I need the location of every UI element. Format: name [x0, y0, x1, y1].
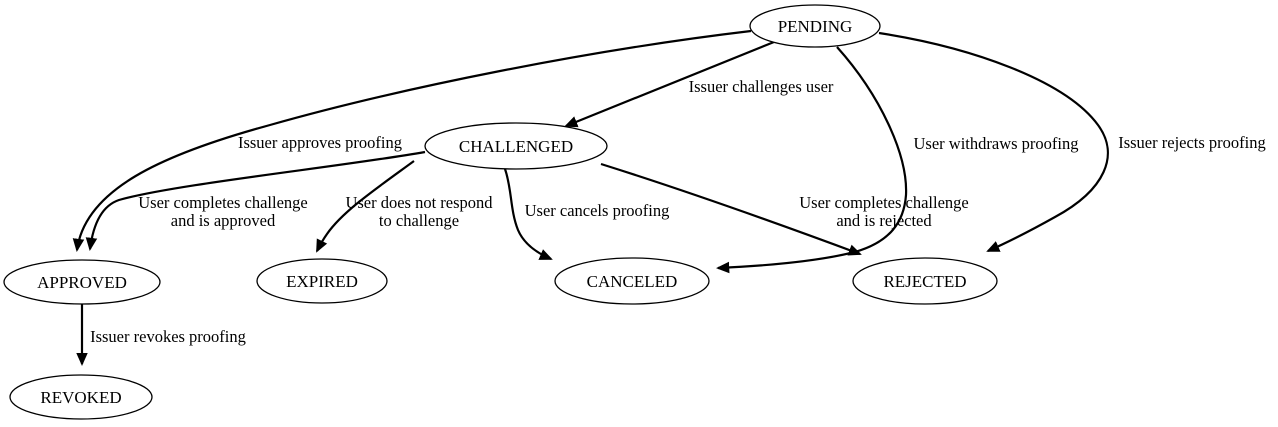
edge-label-completes-approved-line1: User completes challenge: [138, 193, 308, 212]
node-canceled-label: CANCELED: [587, 272, 678, 291]
edge-label-no-respond-line2: to challenge: [379, 211, 459, 230]
node-challenged-shape: [424, 122, 608, 170]
edge-pending-canceled: [716, 46, 908, 274]
node-expired-shape: [256, 258, 388, 304]
edge-challenged-approved: [85, 150, 426, 251]
node-rejected-label: REJECTED: [883, 272, 966, 291]
node-canceled: CANCELED: [554, 257, 710, 305]
node-approved: APPROVED: [3, 259, 161, 305]
node-expired: EXPIRED: [256, 258, 388, 304]
node-expired-label: EXPIRED: [286, 272, 358, 291]
edge-labels-layer: Issuer challenges user Issuer approves p…: [90, 77, 1266, 346]
edge-label-issuer-revokes-proofing: Issuer revokes proofing: [90, 327, 246, 346]
nodes-layer: PENDING CHALLENGED APPROVED EXPIRED CANC…: [3, 4, 998, 420]
edges-layer: [72, 29, 1109, 366]
node-pending-shape: [749, 4, 881, 48]
edge-label-issuer-approves-proofing: Issuer approves proofing: [238, 133, 402, 152]
node-challenged: CHALLENGED: [424, 122, 608, 170]
edge-label-user-withdraws-proofing: User withdraws proofing: [914, 134, 1079, 153]
node-approved-shape: [3, 259, 161, 305]
node-pending-label: PENDING: [778, 17, 853, 36]
edge-challenged-canceled: [503, 168, 553, 261]
edge-pending-challenged: [564, 40, 775, 128]
edge-label-issuer-rejects-proofing: Issuer rejects proofing: [1118, 133, 1266, 152]
edge-pending-approved: [72, 29, 752, 252]
edge-label-completes-rejected-line1: User completes challenge: [799, 193, 969, 212]
edge-challenged-expired: [316, 160, 415, 253]
node-challenged-label: CHALLENGED: [459, 137, 573, 156]
node-pending: PENDING: [749, 4, 881, 48]
edge-label-no-respond-line1: User does not respond: [345, 193, 493, 212]
edge-label-user-cancels-proofing: User cancels proofing: [525, 201, 670, 220]
edge-label-issuer-challenges-user: Issuer challenges user: [689, 77, 834, 96]
edge-label-completes-rejected-line2: and is rejected: [836, 211, 932, 230]
node-revoked-shape: [9, 374, 153, 420]
node-canceled-shape: [554, 257, 710, 305]
node-rejected-shape: [852, 257, 998, 305]
node-revoked: REVOKED: [9, 374, 153, 420]
node-approved-label: APPROVED: [37, 273, 127, 292]
edge-pending-rejected: [878, 31, 1109, 253]
node-rejected: REJECTED: [852, 257, 998, 305]
edge-challenged-rejected: [600, 162, 862, 256]
node-revoked-label: REVOKED: [40, 388, 121, 407]
edge-label-completes-approved-line2: and is approved: [171, 211, 276, 230]
